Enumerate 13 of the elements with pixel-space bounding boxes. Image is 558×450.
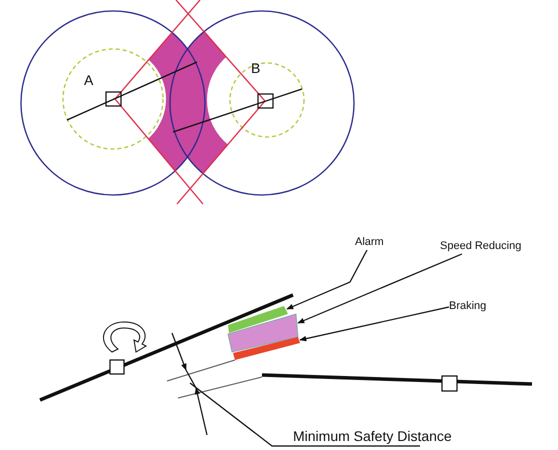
callout-label: Braking: [449, 300, 486, 313]
zone-bar: [233, 337, 300, 360]
leader-line: [190, 382, 420, 447]
zone-box: [228, 313, 298, 352]
point-label: B: [251, 60, 260, 76]
leader-line: [299, 306, 450, 342]
point-label: A: [84, 72, 94, 88]
zone-bar: [228, 306, 288, 333]
leader-line: [286, 250, 368, 310]
callout-label: Alarm: [355, 236, 384, 249]
callout-label: Minimum Safety Distance: [293, 428, 452, 444]
callout-label: Speed Reducing: [440, 240, 522, 253]
leader-line: [297, 253, 462, 324]
